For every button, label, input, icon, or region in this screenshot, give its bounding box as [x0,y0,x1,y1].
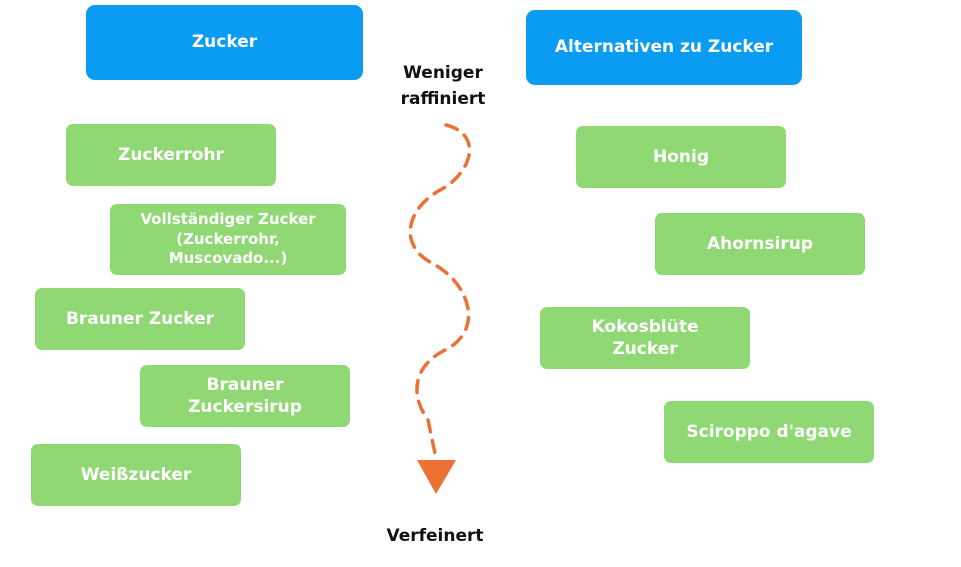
item-weisszucker: Weißzucker [31,444,241,506]
item-kokosbluete-zucker: Kokosblüte Zucker [540,307,750,369]
item-vollstaendiger-zucker: Vollständiger Zucker (Zuckerrohr, Muscov… [110,204,346,275]
item-brauner-zucker: Brauner Zucker [35,288,245,350]
arrow-head [417,460,456,494]
item-sciroppo-dagave: Sciroppo d'agave [664,401,874,463]
header-zucker: Zucker [86,5,363,80]
label-weniger-raffiniert: Weniger raffiniert [400,63,486,109]
item-brauner-zuckersirup: Brauner Zuckersirup [140,365,350,427]
arrow-shaft [408,123,472,460]
label-verfeinert: Verfeinert [386,526,484,546]
item-zuckerrohr: Zuckerrohr [66,124,276,186]
header-alternativen: Alternativen zu Zucker [526,10,802,85]
item-ahornsirup: Ahornsirup [655,213,865,275]
item-honig: Honig [576,126,786,188]
